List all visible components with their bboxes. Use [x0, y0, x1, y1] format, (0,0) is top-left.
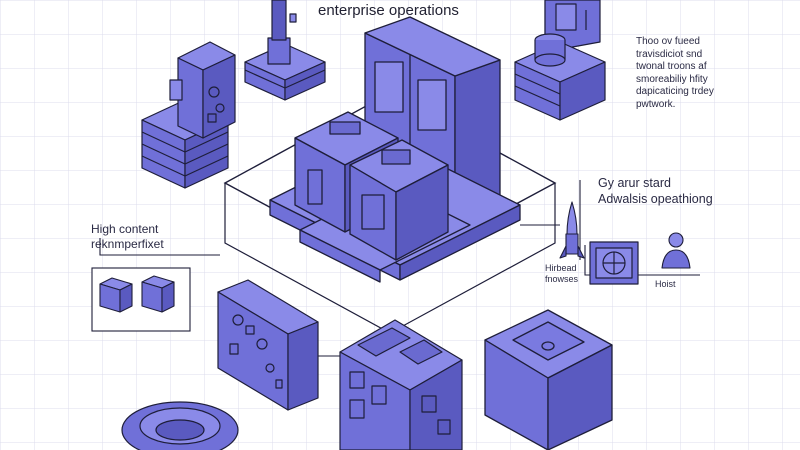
mid-left-note: High content reknmperfixet: [91, 222, 164, 251]
tower-icon: [244, 0, 326, 101]
monitor-icon: [589, 241, 639, 285]
hoist-label: Hoist: [655, 279, 676, 289]
rocket-icon: [559, 201, 585, 259]
cube-icon: [141, 275, 175, 313]
cube-icon: [484, 309, 613, 450]
diagram-title: enterprise operations: [318, 2, 459, 19]
top-right-note: Thoo ov fueed travisdiciot snd twonal tr…: [636, 36, 714, 110]
mid-right-note: Gy arur stard Adwalsis opeathiong: [598, 176, 713, 206]
person-icon: [661, 232, 691, 269]
cube-icon: [99, 277, 133, 313]
control-panel-icon: [217, 279, 319, 411]
cube-icon: [349, 139, 449, 261]
server-stack-icon: [141, 41, 236, 189]
hirbead-label: Hirbead fnowses: [545, 263, 579, 285]
cabinet-icon: [339, 319, 463, 450]
ring-icon: [121, 401, 239, 450]
database-icon: [514, 33, 606, 121]
